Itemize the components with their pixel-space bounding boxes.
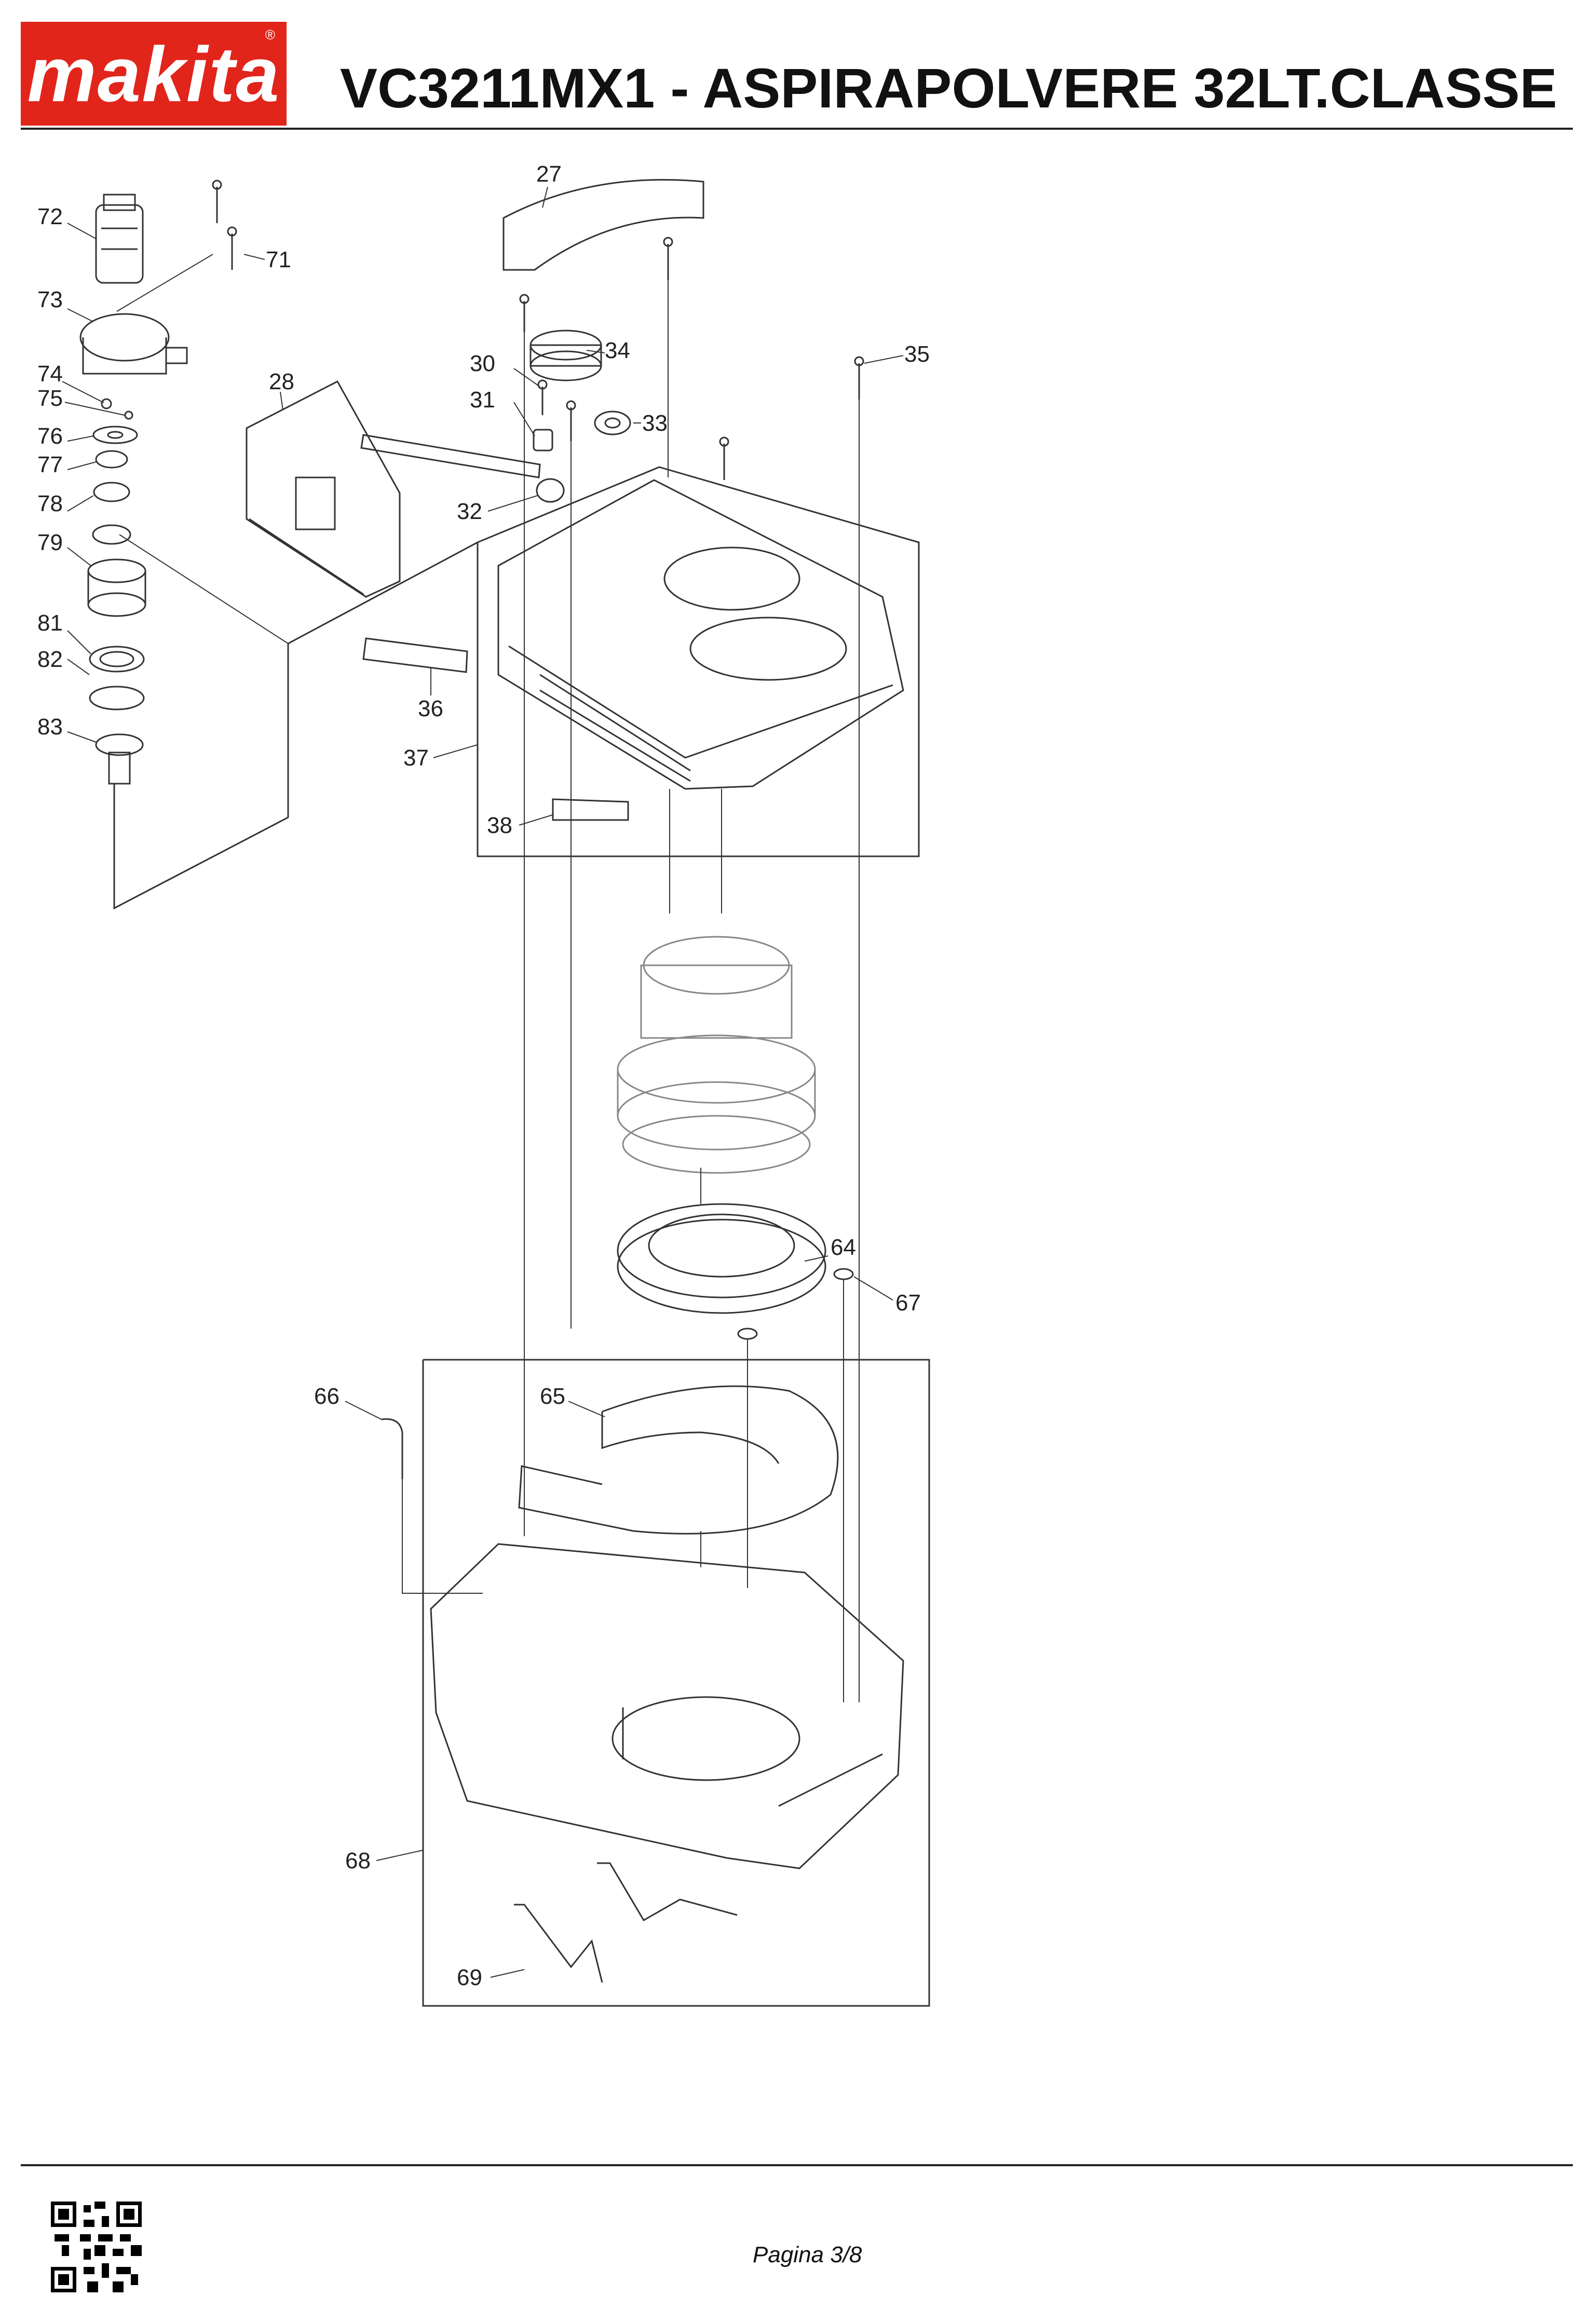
part-76-washer: [92, 426, 138, 444]
part-71-screws: [212, 180, 237, 270]
page-number: Pagina 3/8: [753, 2242, 862, 2267]
part-77-78-bushings: [92, 450, 131, 545]
part-64-seal-ring: [617, 1203, 826, 1314]
qr-code-icon: [51, 2202, 142, 2292]
callout-73: 73: [37, 287, 63, 312]
part-28-control-box: [246, 380, 401, 598]
callout-65: 65: [540, 1384, 565, 1409]
callout-79: 79: [37, 530, 63, 555]
footer-divider: [21, 2164, 1573, 2166]
callout-78: 78: [37, 491, 63, 516]
motor-unit: [617, 936, 816, 1174]
callout-35: 35: [904, 341, 930, 367]
part-79-bearing: [87, 558, 146, 617]
callout-69: 69: [457, 1965, 482, 1990]
hose-rod: [360, 434, 541, 479]
part-37-upper-housing: [497, 479, 904, 790]
callout-27: 27: [536, 161, 562, 187]
callout-37: 37: [403, 745, 429, 771]
callout-31: 31: [470, 387, 495, 413]
part-69-wire-clips: [514, 1862, 738, 1983]
part-27-handle-cover: [502, 179, 704, 271]
part-67-screw-caps: [737, 1268, 854, 1340]
part-32-bushing: [536, 478, 565, 503]
callout-68: 68: [345, 1848, 371, 1874]
registered-mark-icon: ®: [265, 27, 275, 43]
callout-72: 72: [37, 204, 63, 229]
part-83-spindle: [95, 733, 144, 785]
part-72-brush-holder: [95, 194, 144, 284]
part-74-75-small-parts: [101, 398, 133, 420]
logo-wordmark: makita: [27, 31, 280, 118]
callout-38: 38: [487, 813, 512, 838]
callout-30: 30: [470, 351, 495, 376]
part-66-tube: [381, 1418, 403, 1479]
callout-36: 36: [418, 696, 443, 721]
part-36-handle-grip: [362, 637, 468, 673]
header-divider: [21, 128, 1573, 130]
part-31-clip: [533, 429, 553, 452]
callout-75: 75: [37, 386, 63, 411]
part-73-motor-bracket: [79, 313, 188, 375]
callout-77: 77: [37, 452, 63, 477]
document-title: VC3211MX1 - ASPIRAPOLVERE 32LT.CLASSE M: [340, 57, 1576, 119]
part-68-lower-housing: [430, 1543, 904, 1869]
part-34-cap: [529, 330, 602, 381]
callout-33: 33: [642, 411, 668, 436]
callout-83: 83: [37, 714, 63, 740]
callout-74: 74: [37, 361, 63, 387]
callout-81: 81: [37, 610, 63, 636]
part-81-82-rings: [89, 646, 145, 710]
part-65-foam-ring: [518, 1385, 839, 1535]
callout-64: 64: [831, 1235, 856, 1260]
callout-82: 82: [37, 647, 63, 672]
callout-71: 71: [266, 247, 291, 272]
makita-logo: makita ®: [21, 22, 287, 126]
callout-32: 32: [457, 499, 482, 524]
callout-66: 66: [314, 1384, 339, 1409]
part-33-bushing: [594, 411, 631, 435]
callout-28: 28: [269, 369, 294, 394]
callout-67: 67: [895, 1290, 921, 1316]
part-38-gasket: [552, 798, 629, 821]
callout-34: 34: [605, 338, 630, 363]
callout-76: 76: [37, 423, 63, 449]
